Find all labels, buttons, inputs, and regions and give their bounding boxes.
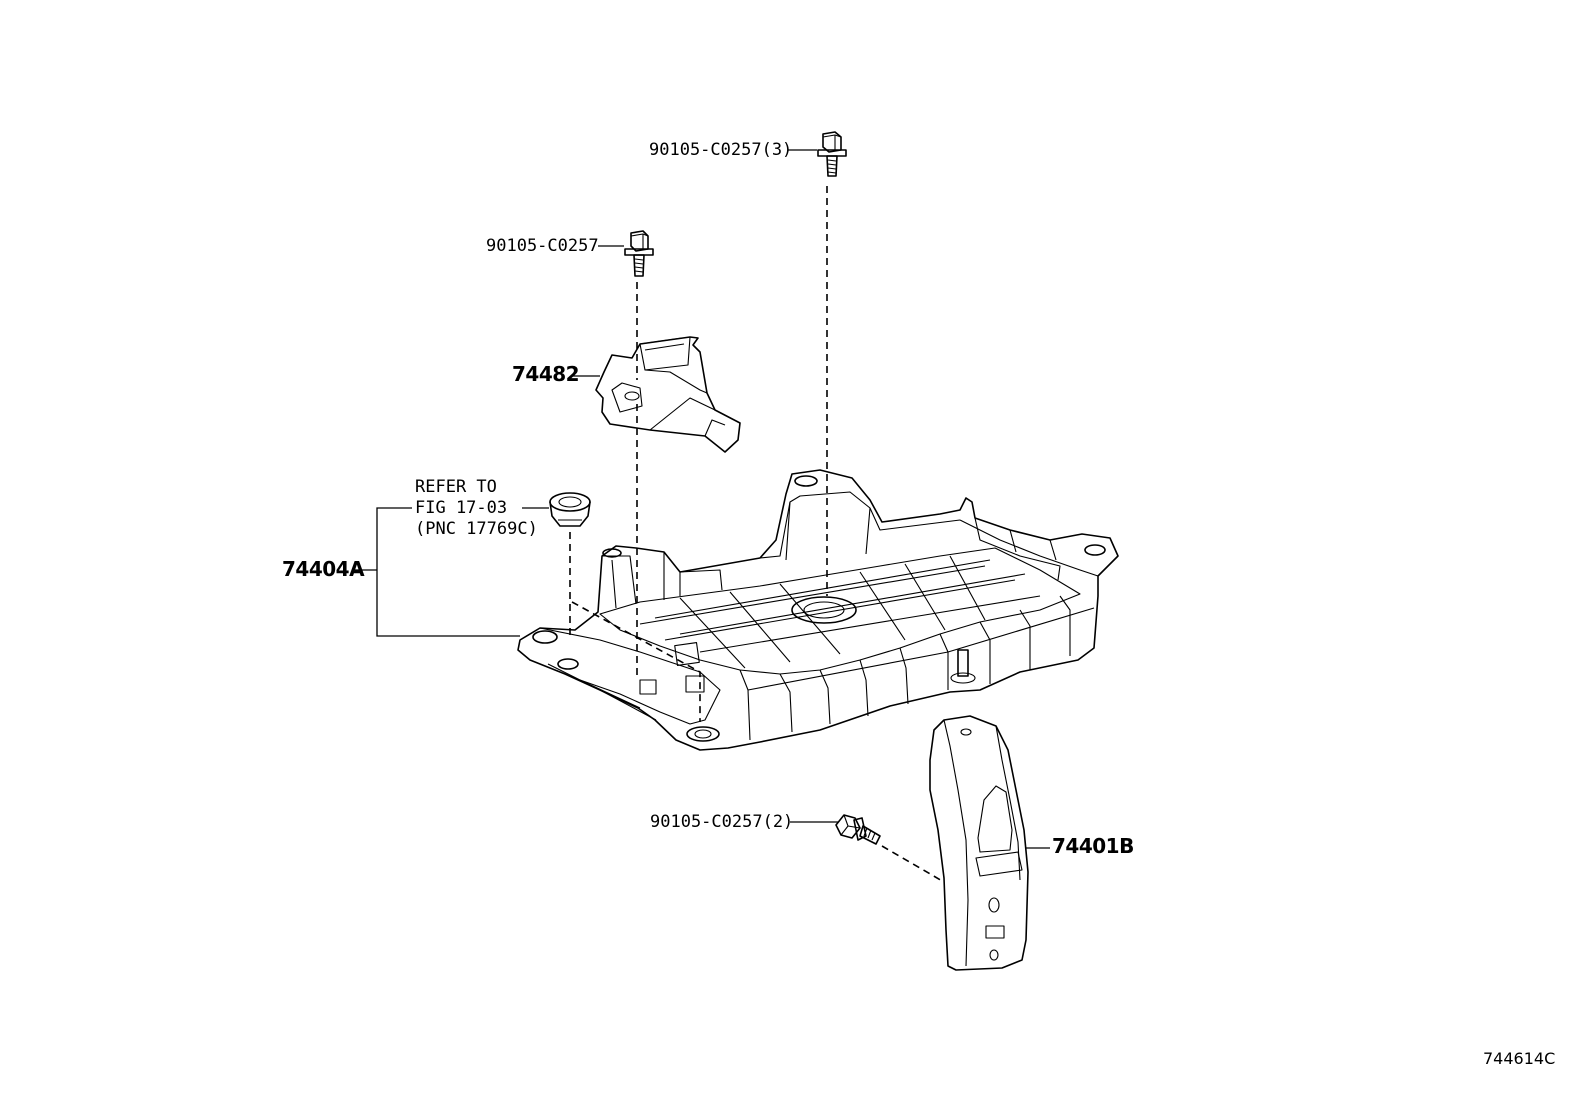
- bracket-74482[interactable]: [595, 336, 741, 453]
- refer-note-line3[interactable]: (PNC 17769C): [415, 519, 538, 539]
- refer-note-line2[interactable]: FIG 17-03: [415, 498, 508, 518]
- grommet-icon[interactable]: [549, 492, 591, 527]
- callout-support[interactable]: 74401B: [1052, 834, 1134, 858]
- callout-bracket[interactable]: 74482: [512, 362, 580, 386]
- refer-note-line1: REFER TO: [415, 477, 497, 497]
- leader-lines: [355, 149, 1050, 849]
- figure-id: 744614C: [1483, 1049, 1556, 1068]
- bolt-lower-icon[interactable]: [835, 814, 881, 845]
- support-74401B[interactable]: [929, 715, 1029, 971]
- callout-bolt-lower[interactable]: 90105-C0257(2): [650, 812, 794, 832]
- callout-tray[interactable]: 74404A: [282, 557, 365, 581]
- bolt-mid-icon[interactable]: [624, 230, 654, 277]
- bolt-top-icon[interactable]: [817, 131, 847, 177]
- callout-bolt-top[interactable]: 90105-C0257(3): [649, 140, 793, 160]
- battery-tray-74404A[interactable]: [517, 469, 1119, 751]
- callout-bolt-mid[interactable]: 90105-C0257: [486, 236, 599, 256]
- assembly-lines: [569, 186, 945, 883]
